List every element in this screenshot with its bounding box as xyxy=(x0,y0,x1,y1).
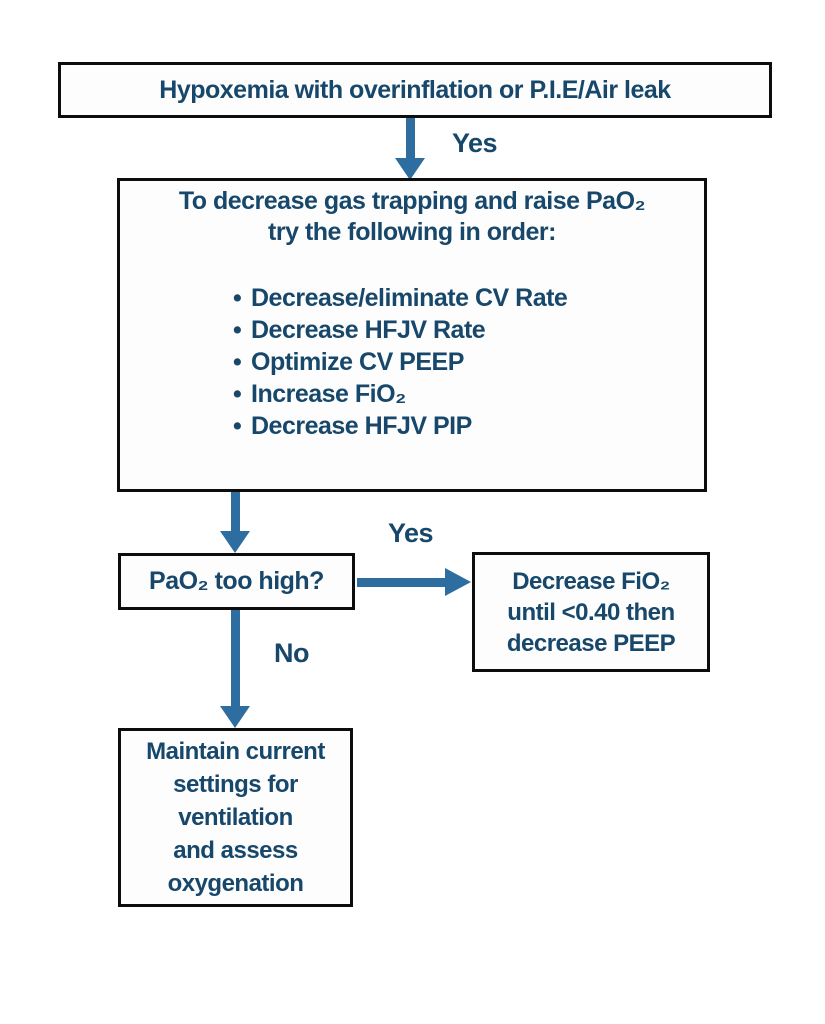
arrow-treatment-to-decision-line xyxy=(231,492,240,533)
list-item: • Decrease/eliminate CV Rate xyxy=(233,282,704,314)
list-item: • Decrease HFJV Rate xyxy=(233,314,704,346)
treatment-box: To decrease gas trapping and raise PaO₂ … xyxy=(117,178,707,492)
arrow-right-icon xyxy=(445,568,471,596)
yes-branch-label: Yes xyxy=(388,518,434,548)
yes-outcome-line2: until <0.40 then xyxy=(507,598,675,626)
arrow-decision-to-yes-line xyxy=(357,578,447,587)
start-box-label: Hypoxemia with overinflation or P.I.E/Ai… xyxy=(159,75,671,104)
yes-outcome-line3: decrease PEEP xyxy=(506,629,676,657)
arrow-down-icon xyxy=(220,706,250,728)
list-item: • Increase FiO₂ xyxy=(233,378,704,410)
bullet-icon: • xyxy=(233,348,242,376)
no-outcome-line2: settings for xyxy=(173,771,298,798)
no-outcome-line1: Maintain current xyxy=(146,738,325,765)
no-branch-label: No xyxy=(274,638,310,668)
arrow-down-icon xyxy=(395,158,425,180)
list-item-label: Increase FiO₂ xyxy=(251,380,406,408)
list-item-label: Decrease/eliminate CV Rate xyxy=(251,284,568,312)
treatment-heading-line2: try the following in order: xyxy=(268,218,556,246)
bullet-icon: • xyxy=(233,412,242,440)
bullet-icon: • xyxy=(233,380,242,408)
no-outcome-line4: and assess xyxy=(173,837,298,864)
list-item: • Optimize CV PEEP xyxy=(233,346,704,378)
no-outcome-box: Maintain current settings for ventilatio… xyxy=(118,728,353,907)
treatment-bullet-list: • Decrease/eliminate CV Rate • Decrease … xyxy=(233,282,704,442)
no-outcome-line5: oxygenation xyxy=(167,870,304,897)
arrow-down-icon xyxy=(220,531,250,553)
yes-outcome-box: Decrease FiO₂ until <0.40 then decrease … xyxy=(472,552,710,672)
bullet-icon: • xyxy=(233,284,242,312)
list-item-label: Decrease HFJV PIP xyxy=(251,412,472,440)
arrow-start-to-treatment-line xyxy=(406,118,415,160)
bullet-icon: • xyxy=(233,316,242,344)
decision-box: PaO₂ too high? xyxy=(118,553,355,610)
decision-box-label: PaO₂ too high? xyxy=(149,567,324,595)
list-item: • Decrease HFJV PIP xyxy=(233,410,704,442)
list-item-label: Decrease HFJV Rate xyxy=(251,316,486,344)
arrow-decision-to-no-line xyxy=(231,610,240,706)
list-item-label: Optimize CV PEEP xyxy=(251,348,464,376)
yes-outcome-line1: Decrease FiO₂ xyxy=(512,567,670,595)
start-arrow-yes-label: Yes xyxy=(452,128,498,158)
start-box: Hypoxemia with overinflation or P.I.E/Ai… xyxy=(58,62,772,118)
no-outcome-line3: ventilation xyxy=(178,804,293,831)
treatment-heading-line1: To decrease gas trapping and raise PaO₂ xyxy=(178,187,646,215)
